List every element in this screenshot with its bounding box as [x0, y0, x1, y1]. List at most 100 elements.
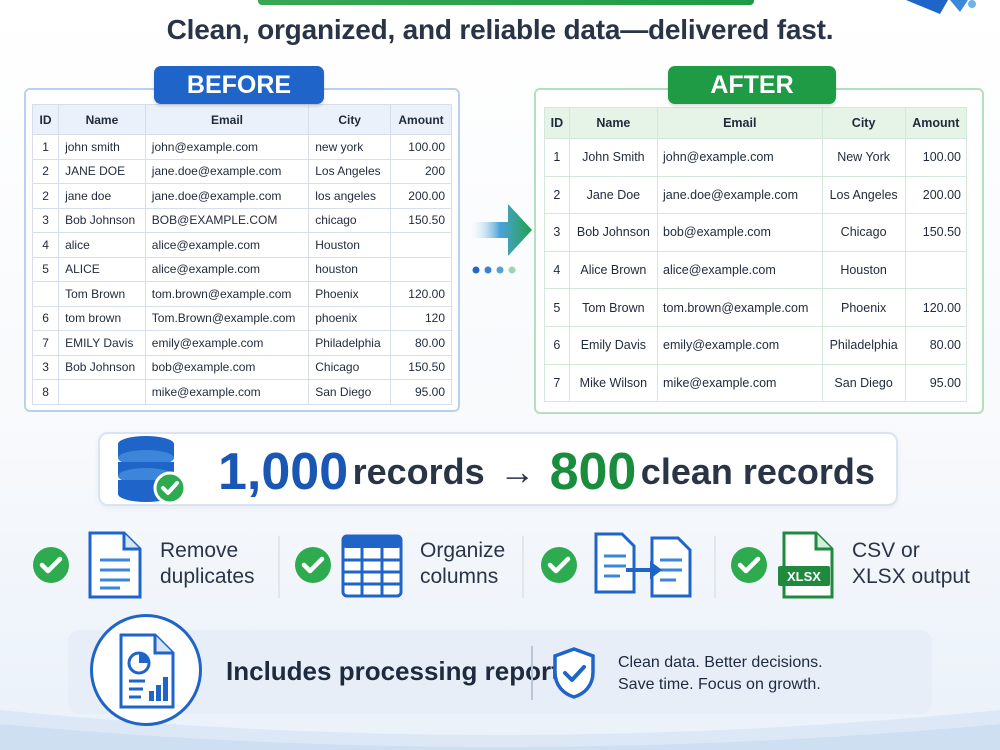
table-cell-id: 8: [31, 379, 60, 405]
before-count-label: records: [352, 451, 485, 492]
table-cell-amount: [390, 232, 452, 258]
table-cell-email: john@example.com: [657, 138, 823, 177]
table-cell-email: alice@example.com: [144, 232, 310, 258]
table-cell-amount: 200.00: [390, 183, 452, 209]
table-cell-amount: [904, 250, 968, 290]
table-cell-city: los angeles: [308, 183, 392, 209]
table-cell-name: Tom Brown: [58, 281, 146, 307]
spreadsheet-grid-icon: [341, 534, 403, 598]
transfer-documents-icon: [594, 532, 692, 598]
table-cell-email: john@example.com: [144, 134, 310, 160]
feature-divider: [522, 536, 524, 598]
shield-check-icon: [553, 647, 595, 699]
table-cell-id: 1: [31, 134, 60, 160]
report-bar: [68, 630, 932, 714]
report-subtext-line2: Save time. Focus on growth.: [618, 676, 821, 693]
feature-label: Remove duplicates: [160, 539, 255, 588]
table-cell-amount: 200.00: [904, 175, 968, 215]
table-cell-city: chicago: [308, 207, 392, 233]
table-cell-amount: [390, 256, 452, 282]
table-cell-name: [58, 379, 146, 405]
table-cell-city: Houston: [308, 232, 392, 258]
feature-label: CSV or XLSX output: [852, 539, 970, 588]
report-subtext: Clean data. Better decisions. Save time.…: [618, 652, 823, 696]
table-cell-city: San Diego: [308, 379, 392, 405]
table-cell-email: tom.brown@example.com: [144, 281, 310, 307]
table-cell-amount: 80.00: [390, 330, 452, 356]
table-cell-amount: 150.50: [390, 207, 452, 233]
table-cell-city: Los Angeles: [821, 175, 906, 215]
table-cell-name: alice: [58, 232, 146, 258]
report-icon-circle: [90, 614, 202, 726]
table-cell-id: 5: [31, 256, 60, 282]
table-cell-id: 3: [544, 213, 570, 252]
table-cell-id: 6: [31, 305, 60, 331]
table-cell-email: jane.doe@example.com: [657, 175, 823, 215]
table-cell-amount: 120.00: [390, 281, 452, 307]
table-cell-email: alice@example.com: [657, 250, 823, 290]
table-cell-email: mike@example.com: [144, 379, 310, 405]
column-header-city: City: [308, 104, 392, 135]
table-cell-city: Houston: [821, 250, 906, 290]
check-circle-icon: [295, 547, 331, 583]
table-cell-id: 4: [544, 250, 570, 290]
column-header-email: Email: [657, 107, 823, 139]
table-cell-id: 6: [544, 325, 570, 365]
table-cell-name: Bob Johnson: [568, 213, 659, 252]
table-cell-email: emily@example.com: [657, 325, 823, 365]
table-cell-email: alice@example.com: [144, 256, 310, 282]
feature-divider: [714, 536, 716, 598]
column-header-id: ID: [31, 104, 60, 135]
table-cell-city: phoenix: [308, 305, 392, 331]
feature-remove-duplicates: Remove duplicates: [32, 528, 272, 602]
feature-organize-columns: Organize columns: [294, 528, 514, 602]
table-cell-name: Bob Johnson: [58, 207, 146, 233]
table-cell-city: Philadelphia: [308, 330, 392, 356]
headline: Clean, organized, and reliable data—deli…: [166, 14, 834, 45]
table-cell-email: bob@example.com: [657, 213, 823, 252]
table-cell-id: 3: [31, 354, 60, 380]
table-cell-city: Phoenix: [308, 281, 392, 307]
table-cell-amount: 120: [390, 305, 452, 331]
table-cell-id: 2: [31, 183, 60, 209]
table-cell-city: San Diego: [821, 363, 906, 403]
xlsx-file-icon: XLSX: [778, 531, 834, 599]
table-cell-name: Jane Doe: [568, 175, 659, 215]
report-title: Includes processing report: [226, 656, 560, 686]
table-cell-amount: 150.50: [390, 354, 452, 380]
top-accent-bar: [258, 0, 754, 5]
after-count: 800: [549, 443, 637, 501]
before-count: 1,000: [218, 443, 349, 501]
feature-label: Organize columns: [420, 539, 506, 588]
table-cell-email: BOB@EXAMPLE.COM: [144, 207, 310, 233]
bottom-swoosh-decoration: [0, 710, 1000, 750]
table-cell-id: 5: [544, 288, 570, 327]
table-cell-name: Mike Wilson: [568, 363, 659, 403]
table-cell-city: houston: [308, 256, 392, 282]
records-arrow: →: [499, 451, 536, 492]
table-cell-email: bob@example.com: [144, 354, 310, 380]
report-subtext-line1: Clean data. Better decisions.: [618, 654, 823, 671]
table-cell-amount: 100.00: [390, 134, 452, 160]
column-header-name: Name: [568, 107, 659, 139]
table-cell-amount: 95.00: [390, 379, 452, 405]
table-cell-email: tom.brown@example.com: [657, 288, 823, 327]
table-cell-amount: 80.00: [904, 325, 968, 365]
table-cell-name: Tom Brown: [568, 288, 659, 327]
table-cell-email: Tom.Brown@example.com: [144, 305, 310, 331]
table-cell-name: tom brown: [58, 305, 146, 331]
column-header-email: Email: [144, 104, 310, 135]
check-circle-icon: [33, 547, 69, 583]
table-cell-id: [31, 281, 60, 307]
xlsx-label: XLSX: [787, 569, 821, 584]
